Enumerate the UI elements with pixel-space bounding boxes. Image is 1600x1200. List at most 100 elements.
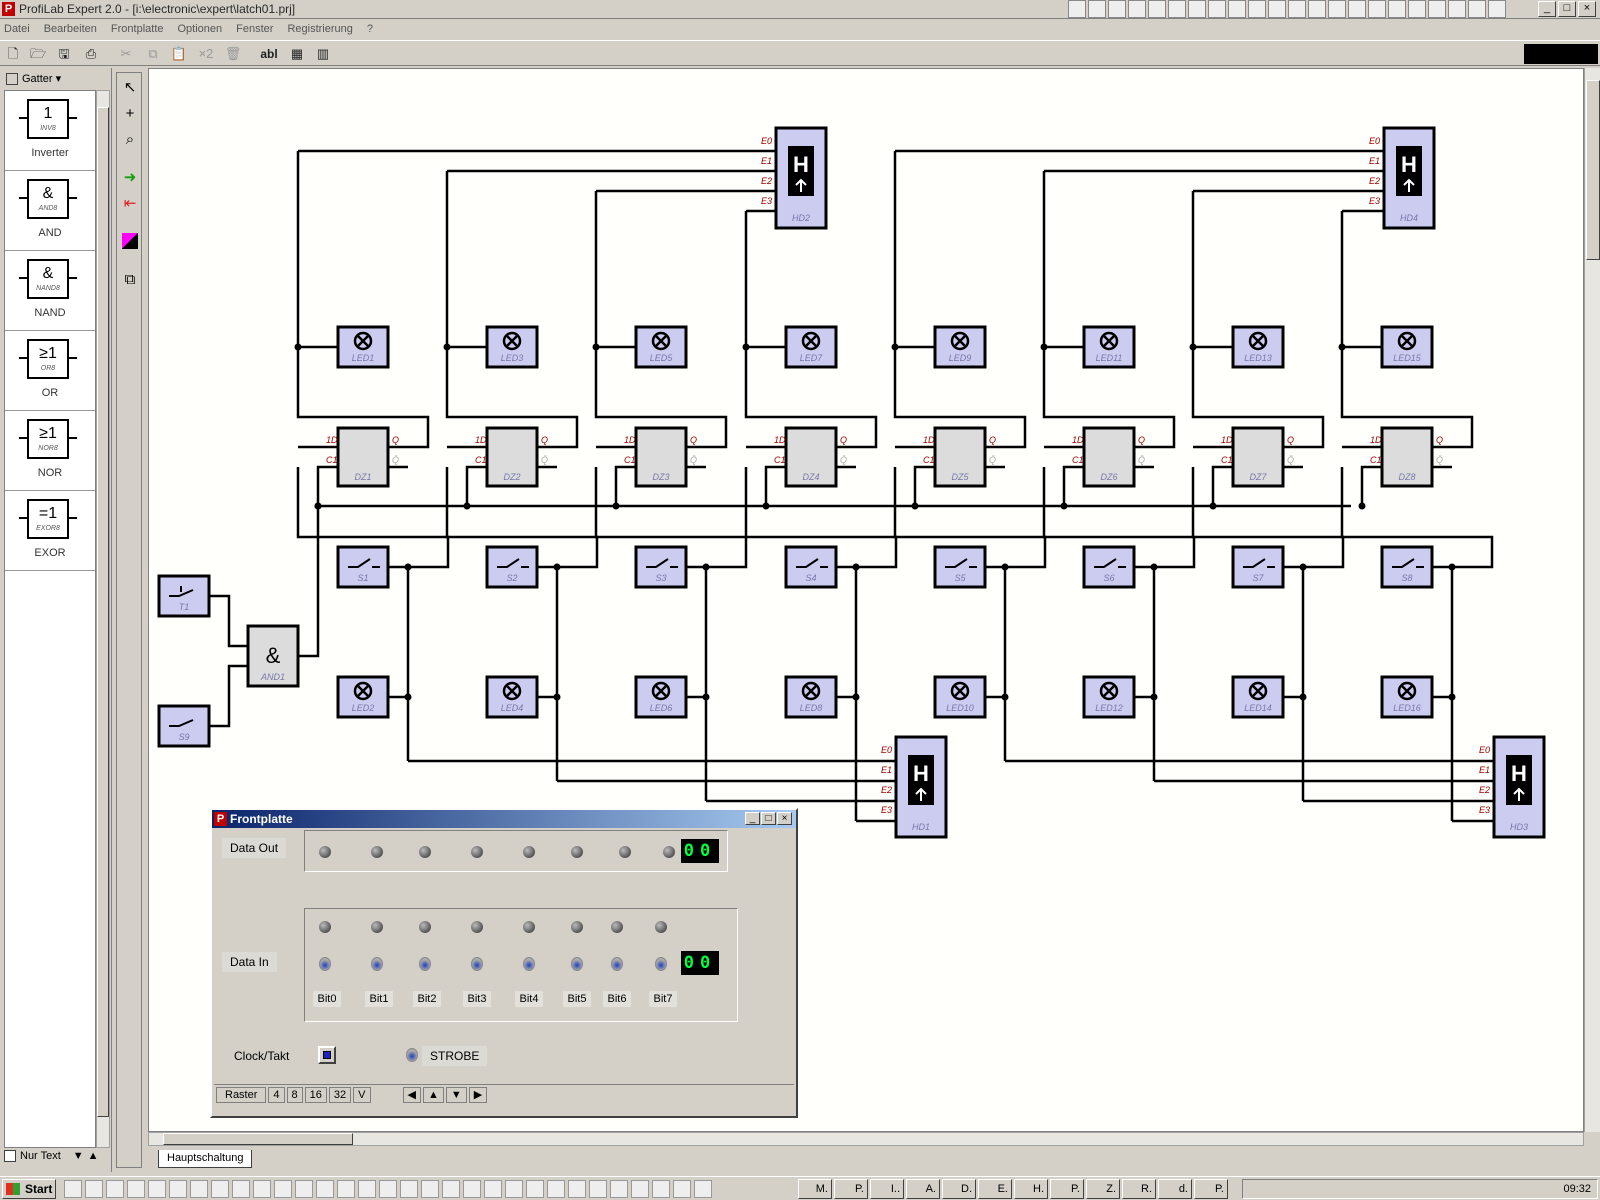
arrow-down-icon[interactable]: ▼ bbox=[72, 1150, 84, 1162]
quicklaunch-icon[interactable] bbox=[1448, 0, 1466, 18]
taskbar-app-icon[interactable] bbox=[400, 1180, 418, 1198]
quicklaunch-icon[interactable] bbox=[1188, 0, 1206, 18]
taskbar-app-icon[interactable] bbox=[274, 1180, 292, 1198]
app-icon[interactable]: P bbox=[2, 2, 15, 16]
taskbar-app-icon[interactable] bbox=[106, 1180, 124, 1198]
raster-4-button[interactable]: 4 bbox=[268, 1086, 285, 1103]
bit7-toggle-switch[interactable] bbox=[655, 957, 667, 971]
pointer-tool-icon[interactable]: ↖ bbox=[123, 79, 137, 96]
menu-frontplatte[interactable]: Frontplatte bbox=[110, 22, 164, 35]
nur-text-option[interactable]: Nur Text ▼ ▲ bbox=[4, 1146, 108, 1166]
taskbar-app-icon[interactable] bbox=[610, 1180, 628, 1198]
quicklaunch-icon[interactable] bbox=[1128, 0, 1146, 18]
zoom-tool-icon[interactable]: ⌕ bbox=[125, 131, 135, 148]
menu-registrierung[interactable]: Registrierung bbox=[287, 22, 353, 35]
quicklaunch-icon[interactable] bbox=[1288, 0, 1306, 18]
quicklaunch-icon[interactable] bbox=[1348, 0, 1366, 18]
print-icon[interactable]: ⎙ bbox=[85, 46, 97, 61]
canvas-vertical-scrollbar[interactable] bbox=[1584, 68, 1600, 1132]
palette-item-nand[interactable]: &NAND8 NAND bbox=[5, 251, 95, 331]
text-tool-button[interactable]: abl bbox=[260, 47, 278, 61]
taskbar-app-icon[interactable] bbox=[442, 1180, 460, 1198]
category-dropdown[interactable]: Gatter ▾ bbox=[4, 70, 108, 88]
bit4-toggle-switch[interactable] bbox=[523, 957, 535, 971]
bit1-toggle-switch[interactable] bbox=[371, 957, 383, 971]
minimize-button[interactable]: _ bbox=[1538, 1, 1556, 17]
taskbar-app-icon[interactable] bbox=[253, 1180, 271, 1198]
taskbar-window-button[interactable]: I.. bbox=[870, 1179, 904, 1199]
taskbar-app-icon[interactable] bbox=[295, 1180, 313, 1198]
grid-icon[interactable]: ▦ bbox=[290, 46, 304, 61]
taskbar-window-button[interactable]: R. bbox=[1122, 1179, 1156, 1199]
quicklaunch-icon[interactable] bbox=[1388, 0, 1406, 18]
taskbar-window-button[interactable]: Z. bbox=[1086, 1179, 1120, 1199]
clock-button[interactable] bbox=[318, 1046, 336, 1064]
canvas-horizontal-scrollbar[interactable] bbox=[148, 1132, 1584, 1146]
taskbar-window-button[interactable]: P. bbox=[1050, 1179, 1084, 1199]
taskbar-app-icon[interactable] bbox=[589, 1180, 607, 1198]
quicklaunch-icon[interactable] bbox=[1148, 0, 1166, 18]
bit0-toggle-switch[interactable] bbox=[319, 957, 331, 971]
bit2-toggle-switch[interactable] bbox=[419, 957, 431, 971]
cut-icon[interactable]: ✂ bbox=[120, 46, 132, 61]
taskbar-app-icon[interactable] bbox=[127, 1180, 145, 1198]
taskbar-window-button[interactable]: D. bbox=[942, 1179, 976, 1199]
taskbar-app-icon[interactable] bbox=[358, 1180, 376, 1198]
menu-fenster[interactable]: Fenster bbox=[236, 22, 274, 35]
new-file-icon[interactable]: 🗋 bbox=[7, 46, 19, 61]
taskbar-app-icon[interactable] bbox=[505, 1180, 523, 1198]
move-down-icon[interactable]: ▼ bbox=[445, 1086, 467, 1103]
quicklaunch-icon[interactable] bbox=[1068, 0, 1086, 18]
menu-bearbeiten[interactable]: Bearbeiten bbox=[43, 22, 97, 35]
delete-icon[interactable]: 🗑 bbox=[224, 46, 242, 61]
strobe-toggle-switch[interactable] bbox=[406, 1048, 418, 1062]
taskbar-window-button[interactable]: P. bbox=[834, 1179, 868, 1199]
open-folder-icon[interactable]: 🗁 bbox=[29, 46, 47, 61]
taskbar-window-button[interactable]: d. bbox=[1158, 1179, 1192, 1199]
maximize-button[interactable]: □ bbox=[1558, 1, 1576, 17]
taskbar-window-button[interactable]: E. bbox=[978, 1179, 1012, 1199]
taskbar-window-button[interactable]: P. bbox=[1194, 1179, 1228, 1199]
run-arrow-icon[interactable]: ➜ bbox=[123, 169, 137, 186]
crosshair-tool-icon[interactable]: + bbox=[125, 105, 135, 122]
taskbar-app-icon[interactable] bbox=[148, 1180, 166, 1198]
quicklaunch-icon[interactable] bbox=[1468, 0, 1486, 18]
scrollbar-thumb[interactable] bbox=[1586, 80, 1600, 260]
taskbar-app-icon[interactable] bbox=[169, 1180, 187, 1198]
quicklaunch-icon[interactable] bbox=[1408, 0, 1426, 18]
nur-text-checkbox[interactable] bbox=[4, 1150, 16, 1162]
bit5-toggle-switch[interactable] bbox=[571, 957, 583, 971]
taskbar-app-icon[interactable] bbox=[232, 1180, 250, 1198]
move-right-icon[interactable]: ▶ bbox=[468, 1086, 488, 1103]
close-button[interactable]: × bbox=[777, 812, 792, 825]
taskbar-app-icon[interactable] bbox=[85, 1180, 103, 1198]
move-up-icon[interactable]: ▲ bbox=[422, 1086, 444, 1103]
quicklaunch-icon[interactable] bbox=[1168, 0, 1186, 18]
color-tool-icon[interactable] bbox=[122, 233, 138, 249]
taskbar-app-icon[interactable] bbox=[64, 1180, 82, 1198]
paste-icon[interactable]: 📋 bbox=[170, 46, 188, 61]
quicklaunch-icon[interactable] bbox=[1088, 0, 1106, 18]
minimize-button[interactable]: _ bbox=[745, 812, 760, 825]
quicklaunch-icon[interactable] bbox=[1428, 0, 1446, 18]
duplicate-button[interactable]: ×2 bbox=[198, 46, 214, 61]
taskbar-window-button[interactable]: A. bbox=[906, 1179, 940, 1199]
taskbar-app-icon[interactable] bbox=[652, 1180, 670, 1198]
stop-arrow-icon[interactable]: ⇤ bbox=[123, 195, 137, 212]
sheet-tab-hauptschaltung[interactable]: Hauptschaltung bbox=[158, 1150, 253, 1168]
connect-tool-icon[interactable]: ⧉ bbox=[124, 271, 136, 288]
taskbar-app-icon[interactable] bbox=[484, 1180, 502, 1198]
arrow-up-icon[interactable]: ▲ bbox=[87, 1150, 99, 1162]
taskbar-app-icon[interactable] bbox=[337, 1180, 355, 1198]
menu-help[interactable]: ? bbox=[366, 22, 373, 35]
quicklaunch-icon[interactable] bbox=[1208, 0, 1226, 18]
raster-32-button[interactable]: 32 bbox=[328, 1086, 352, 1103]
close-button[interactable]: × bbox=[1578, 1, 1596, 17]
quicklaunch-icon[interactable] bbox=[1108, 0, 1126, 18]
taskbar-app-icon[interactable] bbox=[673, 1180, 691, 1198]
menu-datei[interactable]: Datei bbox=[4, 22, 30, 35]
bit3-toggle-switch[interactable] bbox=[471, 957, 483, 971]
raster-v-button[interactable]: V bbox=[353, 1086, 371, 1103]
